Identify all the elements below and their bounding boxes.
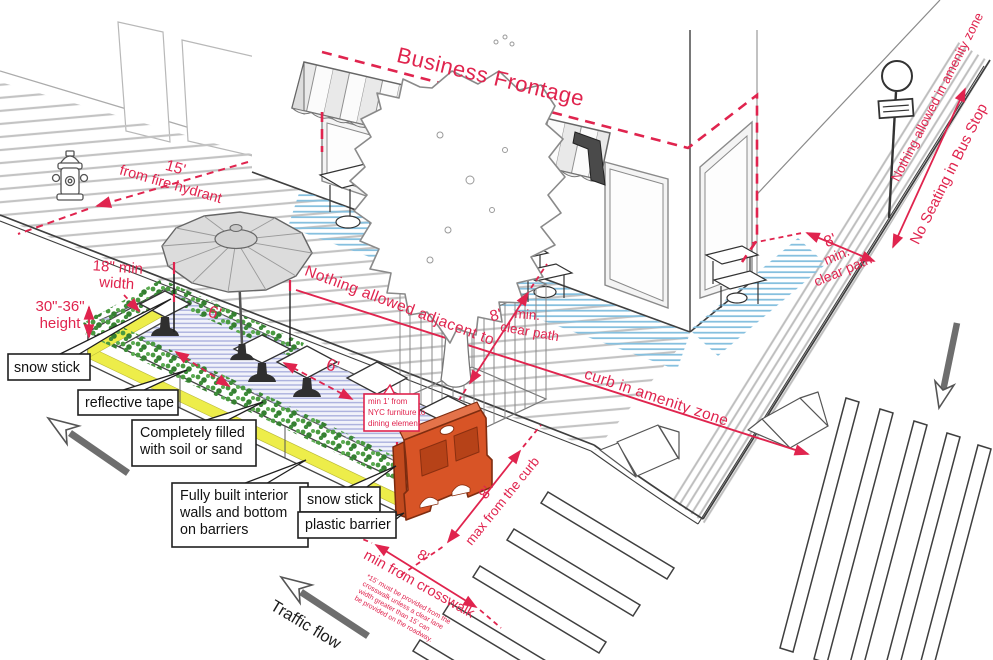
business-frontage-dashes <box>320 50 759 263</box>
crosswalk-right <box>779 397 992 660</box>
svg-text:NYC furniture to: NYC furniture to <box>368 408 426 417</box>
callout-boxes: snow stick reflective tape Completely fi… <box>7 298 405 548</box>
svg-text:min 1' from: min 1' from <box>368 397 408 406</box>
svg-text:dining element: dining element <box>368 419 421 428</box>
umbrella-icon <box>161 211 313 361</box>
barrier-height-label: 30"-36" height <box>35 298 84 332</box>
min-width-label: 18" min width <box>92 257 143 293</box>
svg-text:height: height <box>40 315 82 332</box>
clear-path-center-dim: 8' <box>488 306 504 325</box>
plastic-barrier-label: plastic barrier <box>305 517 391 533</box>
nothing-amenity-label: Nothing allowed in amenity zone <box>888 10 986 184</box>
min-one-foot-callout: min 1' from NYC furniture to dining elem… <box>363 383 426 432</box>
fire-hydrant-icon <box>51 150 89 201</box>
fully-built-label-1: Fully built interior <box>180 488 288 504</box>
svg-text:18" min: 18" min <box>92 257 143 277</box>
snow-stick-left-label: snow stick <box>14 360 81 376</box>
six-foot-b: 6' <box>324 355 342 377</box>
svg-text:width: width <box>98 274 135 293</box>
planter-plants <box>85 314 407 482</box>
traffic-flow-label: Traffic flow <box>267 597 344 653</box>
svg-text:30"-36": 30"-36" <box>35 298 84 315</box>
nothing-adjacent-line <box>295 289 810 456</box>
tree-canopy <box>349 70 566 344</box>
clear-path-center-1: min. <box>514 306 541 323</box>
six-foot-a: 6' <box>206 302 224 324</box>
crosswalk-bottom <box>411 490 676 660</box>
soil-sand-label-2: with soil or sand <box>139 442 243 458</box>
fully-built-label-2: walls and bottom <box>179 505 287 521</box>
svg-text:15': 15' <box>163 157 187 179</box>
pedestrian-ramps <box>599 391 829 478</box>
curb <box>0 59 991 525</box>
fully-built-label-3: on barriers <box>180 522 248 538</box>
soil-sand-label-1: Completely filled <box>140 425 245 441</box>
reflective-tape-label: reflective tape <box>85 395 174 411</box>
snow-stick-right-label: snow stick <box>307 492 374 508</box>
tree <box>349 34 566 388</box>
